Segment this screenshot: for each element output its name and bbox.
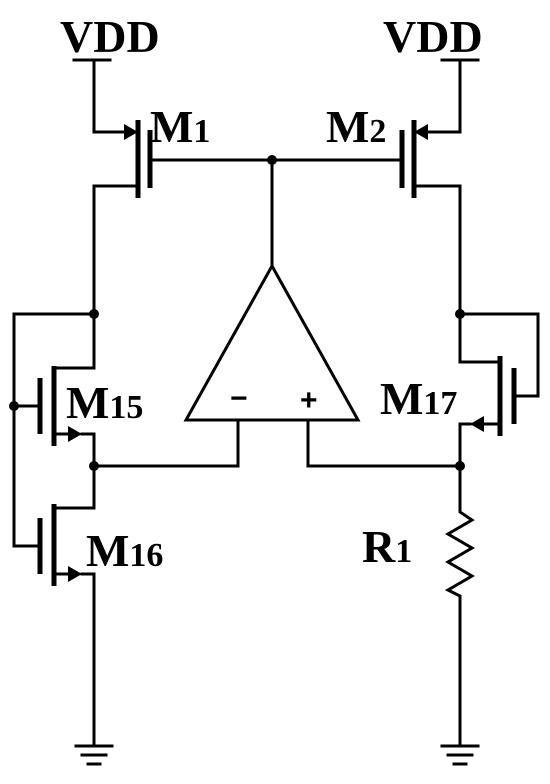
m2-label: M2: [326, 101, 386, 152]
m16-label: M16: [86, 525, 163, 576]
transistor-m17: [458, 356, 517, 508]
vdd-right-label: VDD: [383, 11, 483, 62]
m16-source-arrow: [68, 566, 82, 582]
left-branch: [9, 184, 99, 548]
opamp-inverting-sign: −: [230, 382, 248, 415]
noninverting-input-wire: [306, 461, 465, 471]
transistor-m15: [37, 366, 96, 510]
ground-right-icon: [440, 744, 480, 766]
vdd-left-rail: [72, 58, 128, 134]
vdd-right-rail: [424, 58, 480, 134]
m17-label: M17: [380, 373, 457, 424]
vdd-left-label: VDD: [60, 11, 160, 62]
m17-source-arrow: [470, 416, 484, 432]
resistor-r1-icon: [444, 504, 475, 748]
transistor-m16: [37, 504, 96, 748]
r1-label: R1: [362, 521, 412, 572]
m15-source-arrow: [68, 426, 82, 442]
gate-node-dot: [267, 155, 277, 165]
gate-bus: [148, 155, 404, 268]
right-branch: [455, 184, 540, 398]
m1-source-arrow: [124, 124, 138, 140]
op-amp: − +: [183, 262, 361, 468]
m2-source-arrow: [414, 124, 428, 140]
opamp-noninverting-sign: +: [300, 384, 318, 417]
m15-label: M15: [66, 377, 143, 428]
m1-label: M1: [150, 101, 210, 152]
inverting-feedback-wire: [89, 461, 240, 471]
ground-left-icon: [74, 744, 114, 766]
